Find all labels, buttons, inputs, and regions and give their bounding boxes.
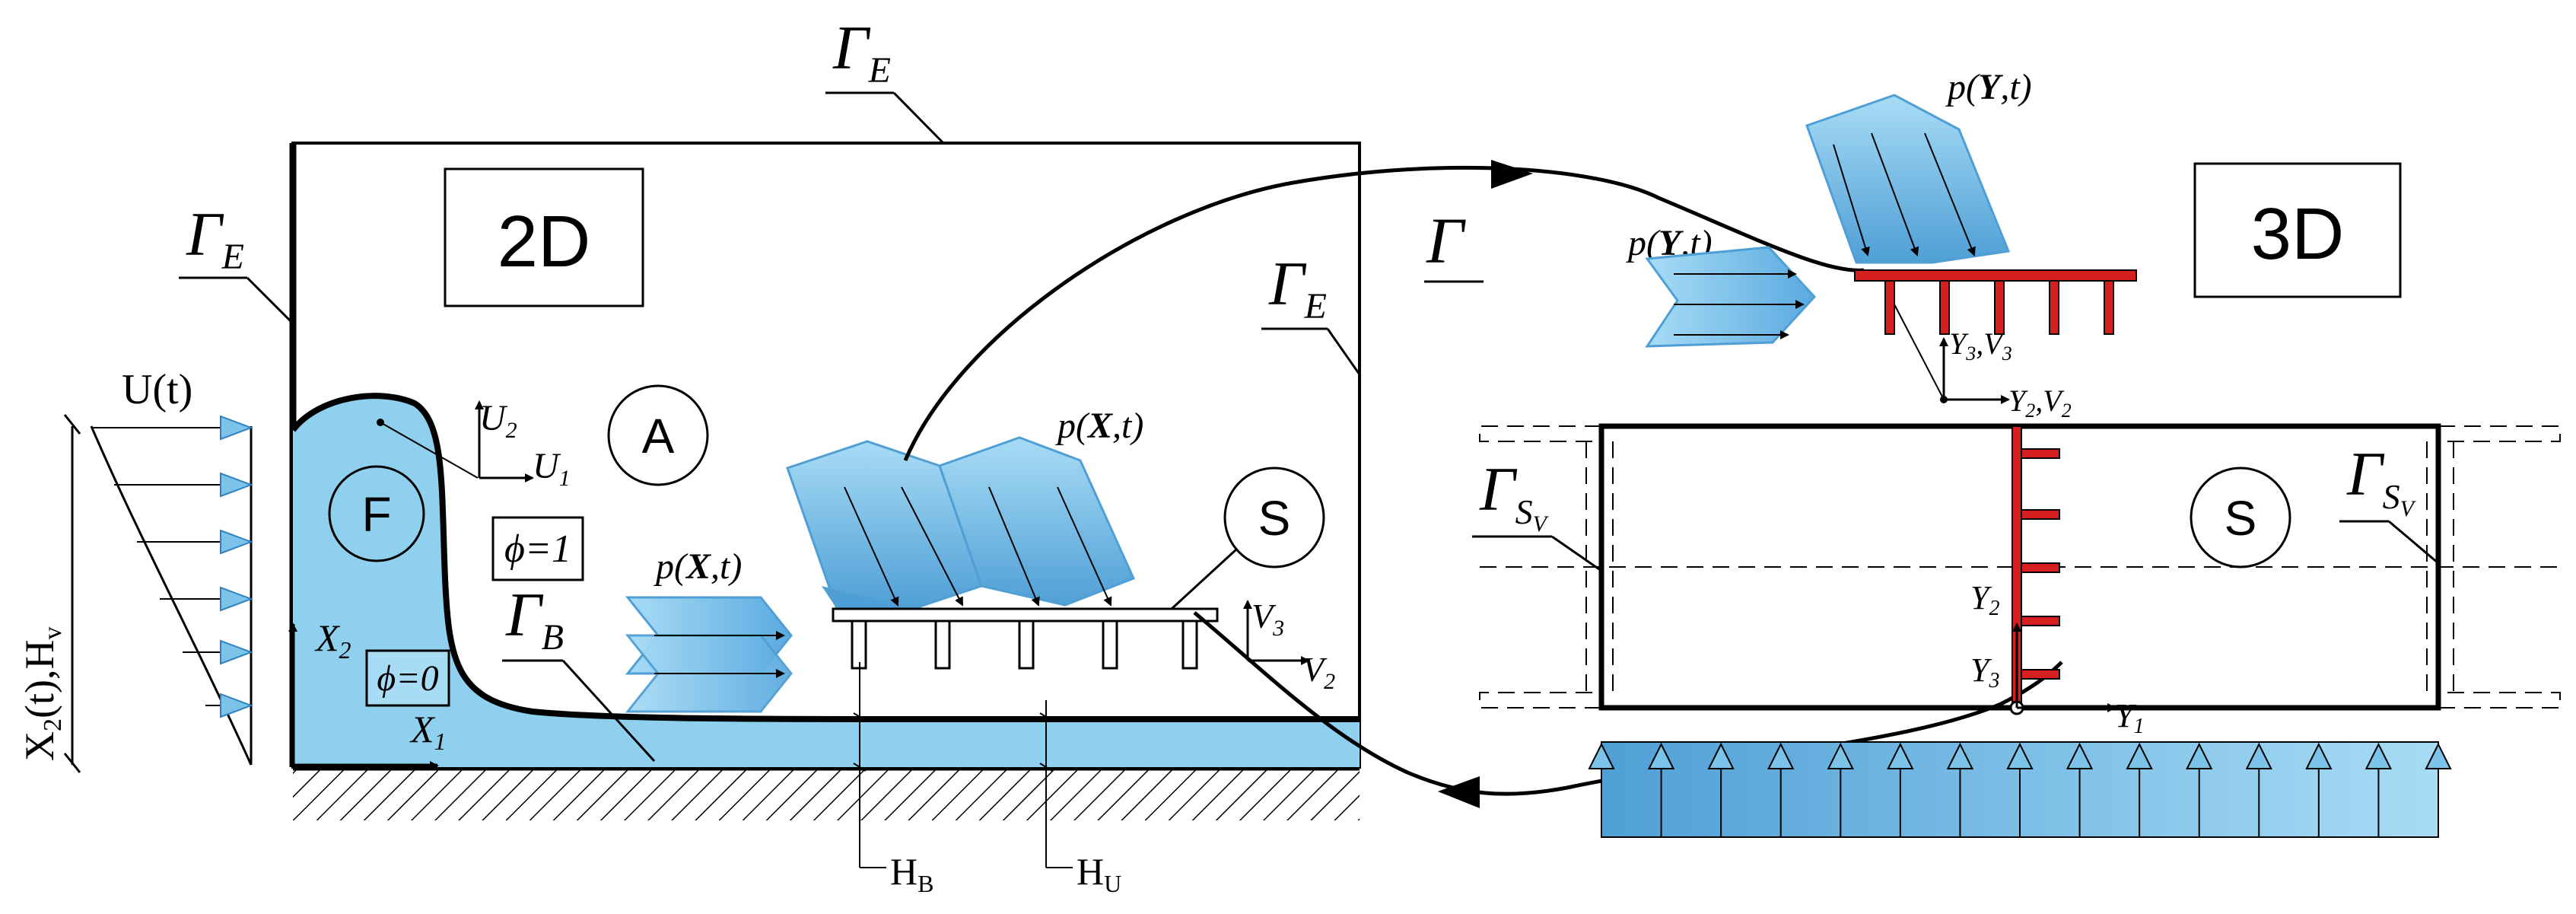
gamma-e-top: ΓE [832, 13, 891, 91]
gamma-interface: Γ [1426, 204, 1466, 277]
x1-label: X1 [409, 708, 447, 755]
circle-s-3d [2190, 467, 2291, 568]
load-arrow-head [1767, 742, 1795, 769]
p-x-t-top-label: p(X,t) [1055, 406, 1143, 446]
gamma-e-right-leader [1326, 328, 1361, 375]
phi1-label: ϕ=1 [504, 527, 571, 571]
gamma-e-left: ΓE [186, 199, 244, 277]
circle-f-label: F [361, 487, 391, 542]
height-dimensions: HB HU [853, 662, 1121, 897]
bridge-deck-2d [832, 607, 1219, 670]
gamma-sv-right: ΓSV [2346, 439, 2417, 521]
coupling-curve-lower [1193, 611, 2063, 796]
load-arrow-head [1647, 742, 1675, 769]
u1-label: U1 [533, 446, 571, 491]
label-3d: 3D [2251, 193, 2345, 275]
circle-a-label: A [642, 409, 675, 463]
p-y-t-top-label: p(Y,t) [1945, 67, 2032, 107]
load-arrow-head [2365, 742, 2393, 769]
gamma-sv-left-leader [1551, 535, 1602, 572]
slab-extensions [1479, 425, 2561, 709]
gamma-sv-right-leader [2388, 520, 2439, 565]
circle-f [328, 465, 425, 562]
label-2d: 2D [498, 201, 591, 282]
v3-label: V3 [1251, 597, 1284, 641]
label-3d-box [2193, 162, 2402, 298]
coupling-curves: Γ [903, 160, 2063, 808]
gamma-b-leader [561, 659, 656, 763]
pressure-arrow-horizontal-2d [625, 596, 793, 713]
circle-s-2d-label: S [1258, 491, 1291, 546]
gamma-e-top-leader [892, 91, 945, 145]
y-axes-3d: Y1 Y2 Y3 [1970, 579, 2144, 738]
y1-label: Y1 [2115, 697, 2144, 738]
x-axes: X2 X1 [288, 616, 447, 770]
load-arrow-head [1887, 742, 1914, 769]
u2-label: U2 [479, 398, 517, 443]
gamma-sv-left: ΓSV [1479, 454, 1550, 537]
circle-s-3d-label: S [2225, 491, 2257, 546]
y2-label: Y2 [1970, 579, 1999, 620]
free-surface [290, 393, 1360, 722]
ground-hatch [293, 767, 1360, 820]
pressure-arrows-bridge-2d [786, 436, 1136, 610]
y3-v3-label: Y3,V3 [1949, 326, 2012, 365]
gamma-e-right: ΓE [1268, 249, 1327, 326]
x2-label: X2 [314, 616, 351, 664]
x2t-hv-label: X2(t),Hv [17, 627, 67, 761]
v2-label: V2 [1302, 650, 1335, 694]
load-arrow-head [1827, 742, 1854, 769]
pressure-arrow-vertical-3d [1805, 94, 2011, 264]
phi0-label: ϕ=0 [377, 658, 438, 699]
load-arrow-head [2186, 742, 2213, 769]
phi0-box [365, 649, 450, 707]
load-arrow-head [2126, 742, 2153, 769]
hu-label: HU [1077, 850, 1121, 897]
coupling-curve-upper [903, 165, 1865, 461]
load-arrow-head [2066, 742, 2094, 769]
load-arrow-head [2245, 742, 2272, 769]
hb-label: HB [890, 850, 933, 897]
phi1-box [491, 516, 584, 581]
gamma-e-left-leader [246, 276, 294, 325]
inflow-profile: U(t) X2(t),Hv [17, 366, 253, 773]
panel-2d: 2D ΓE ΓE ΓE A F U2 U1 ϕ=1 [179, 13, 1361, 897]
u-axes: U2 U1 [377, 398, 571, 491]
girder-3d [2012, 425, 2060, 709]
circle-s-2d [1223, 467, 1325, 568]
load-arrow-head [2425, 742, 2452, 769]
v-axes: V3 V2 [1243, 597, 1335, 694]
distributed-load-3d [1588, 741, 2452, 838]
load-arrow-head [1707, 742, 1735, 769]
gamma-b: ΓB [505, 580, 564, 658]
p-x-t-left-label: p(X,t) [654, 546, 742, 587]
pressure-arrow-horizontal-3d [1645, 246, 1817, 348]
inflow-arrows [91, 415, 253, 718]
circle-s-2d-leader [1170, 548, 1238, 610]
y3-label: Y3 [1970, 651, 1999, 693]
load-arrow-head [2305, 742, 2333, 769]
u-t-label: U(t) [122, 366, 192, 413]
label-2d-box [444, 167, 644, 307]
y2-v2-label: Y2,V2 [2008, 384, 2072, 422]
load-arrow-head [1946, 742, 1974, 769]
load-arrow-head [1588, 742, 1615, 769]
load-arrows [1588, 742, 2452, 837]
circle-a [607, 384, 709, 486]
panel-3d: 3D p(Y,t) p(Y,t) [1472, 67, 2561, 838]
load-arrow-head [2006, 742, 2034, 769]
yv-axes: Y3,V3 Y2,V2 [1894, 304, 2072, 422]
deck-section-3d [1854, 269, 2137, 335]
